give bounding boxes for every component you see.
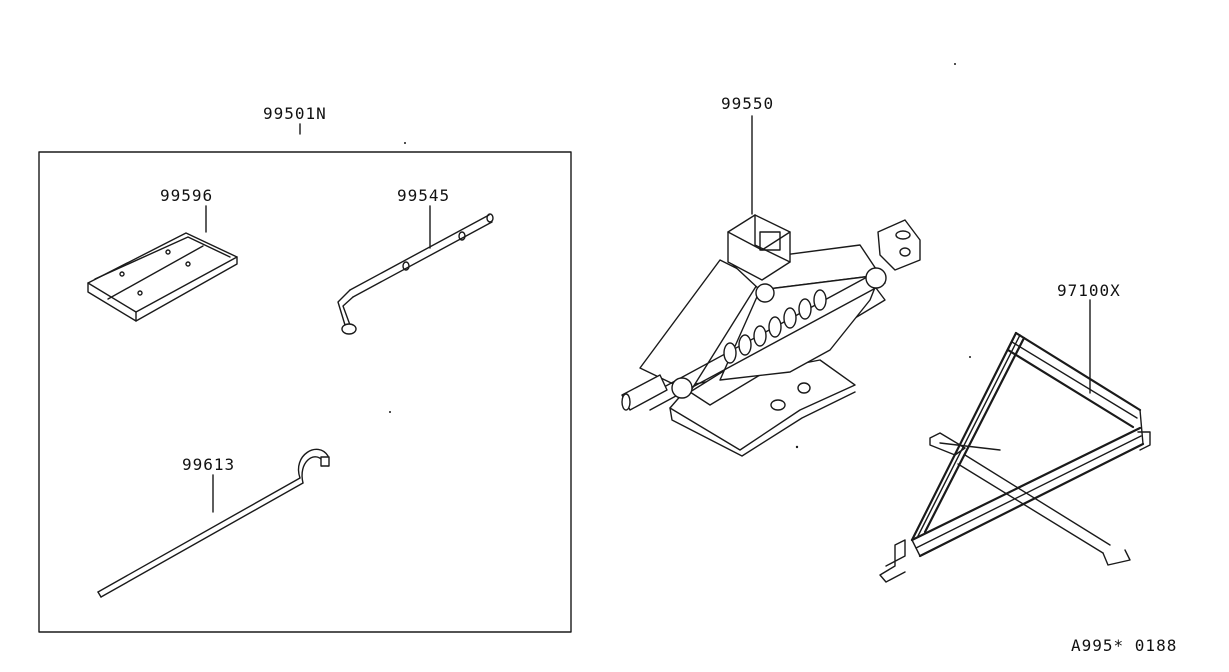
diagram-code: A995* 0188 [1071, 636, 1178, 655]
tool-kit-box [38, 151, 572, 633]
jack-part-number: 99550 [721, 94, 775, 113]
warning-triangle-part [879, 299, 1151, 583]
handle-part-number: 99613 [182, 455, 236, 474]
scissor-jack-part [621, 115, 921, 457]
tool-tray-part [87, 205, 238, 322]
wheel-wrench-part [337, 205, 494, 335]
jack-handle-part [97, 448, 330, 598]
wrench-part-number: 99545 [397, 186, 451, 205]
kit-part-number: 99501N [263, 104, 327, 123]
triangle-part-number: 97100X [1057, 281, 1121, 300]
tray-part-number: 99596 [160, 186, 214, 205]
